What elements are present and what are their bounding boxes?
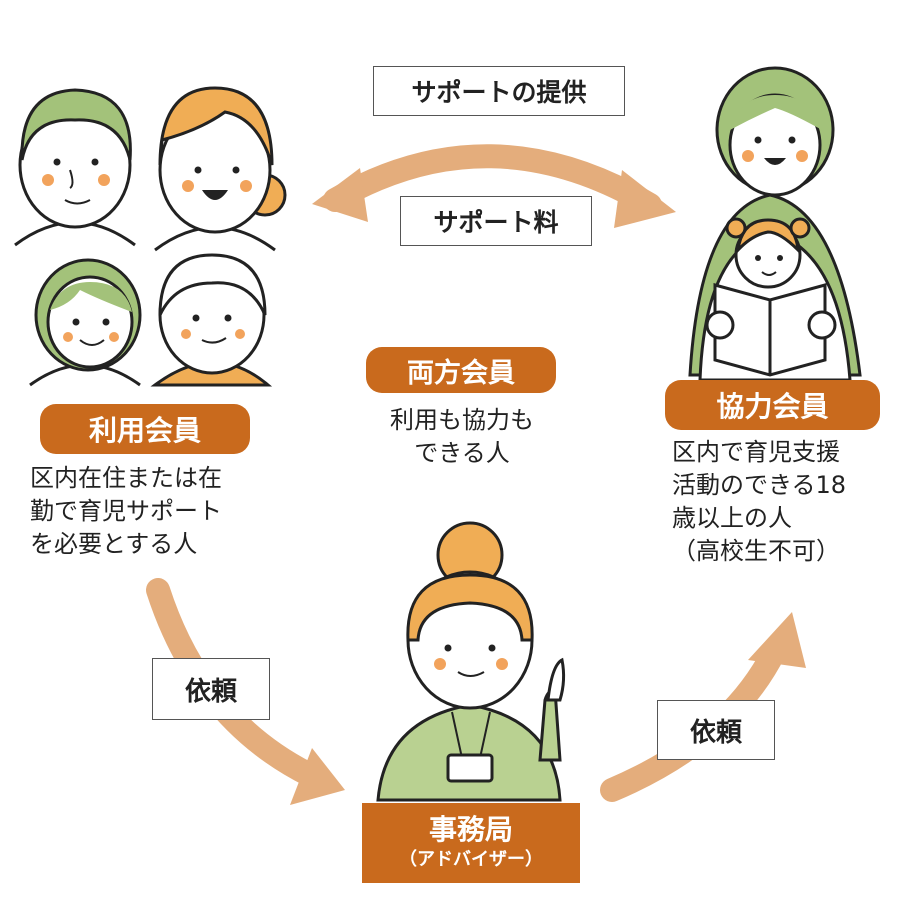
- advisor-illustration: [376, 521, 566, 802]
- support-fee-label: サポート料: [400, 196, 592, 246]
- name-badge: [446, 753, 494, 783]
- desc-line: （高校生不可）: [672, 537, 840, 565]
- desc-line: 利用も協力も: [390, 406, 534, 434]
- person-green-child: [29, 258, 142, 387]
- support-provided-label: サポートの提供: [373, 66, 625, 116]
- person-orange-woman: [154, 86, 287, 252]
- office-box: 事務局 （アドバイザー）: [362, 803, 580, 883]
- right-arrowhead: [614, 170, 676, 228]
- helper-member-illustration: [688, 66, 862, 382]
- both-member-description: 利用も協力も できる人: [352, 404, 572, 470]
- support-arrow: [312, 144, 676, 228]
- desc-line: を必要とする人: [30, 530, 198, 558]
- helper-member-description: 区内で育児支援 活動のできる18 歳以上の人 （高校生不可）: [672, 436, 902, 568]
- office-title: 事務局: [428, 813, 513, 846]
- desc-line: 区内在住または在: [30, 464, 222, 492]
- desc-line: 勤で育児サポート: [30, 497, 222, 525]
- request-left-label: 依頼: [152, 658, 270, 720]
- desc-line: 区内で育児支援: [672, 438, 840, 466]
- user-member-title: 利用会員: [40, 404, 250, 454]
- office-subtitle: （アドバイザー）: [399, 849, 543, 870]
- desc-line: 歳以上の人: [672, 504, 792, 532]
- both-member-title: 両方会員: [366, 347, 556, 393]
- person-green-man: [14, 88, 136, 247]
- user-member-description: 区内在住または在 勤で育児サポート を必要とする人: [30, 462, 280, 561]
- left-arrowhead: [312, 168, 368, 222]
- request-right-label: 依頼: [657, 700, 775, 760]
- helper-member-title: 協力会員: [665, 380, 880, 430]
- person-white-boy: [150, 253, 273, 387]
- desc-line: 活動のできる18: [672, 471, 847, 499]
- desc-line: できる人: [414, 439, 510, 467]
- user-members-illustration: [14, 86, 287, 387]
